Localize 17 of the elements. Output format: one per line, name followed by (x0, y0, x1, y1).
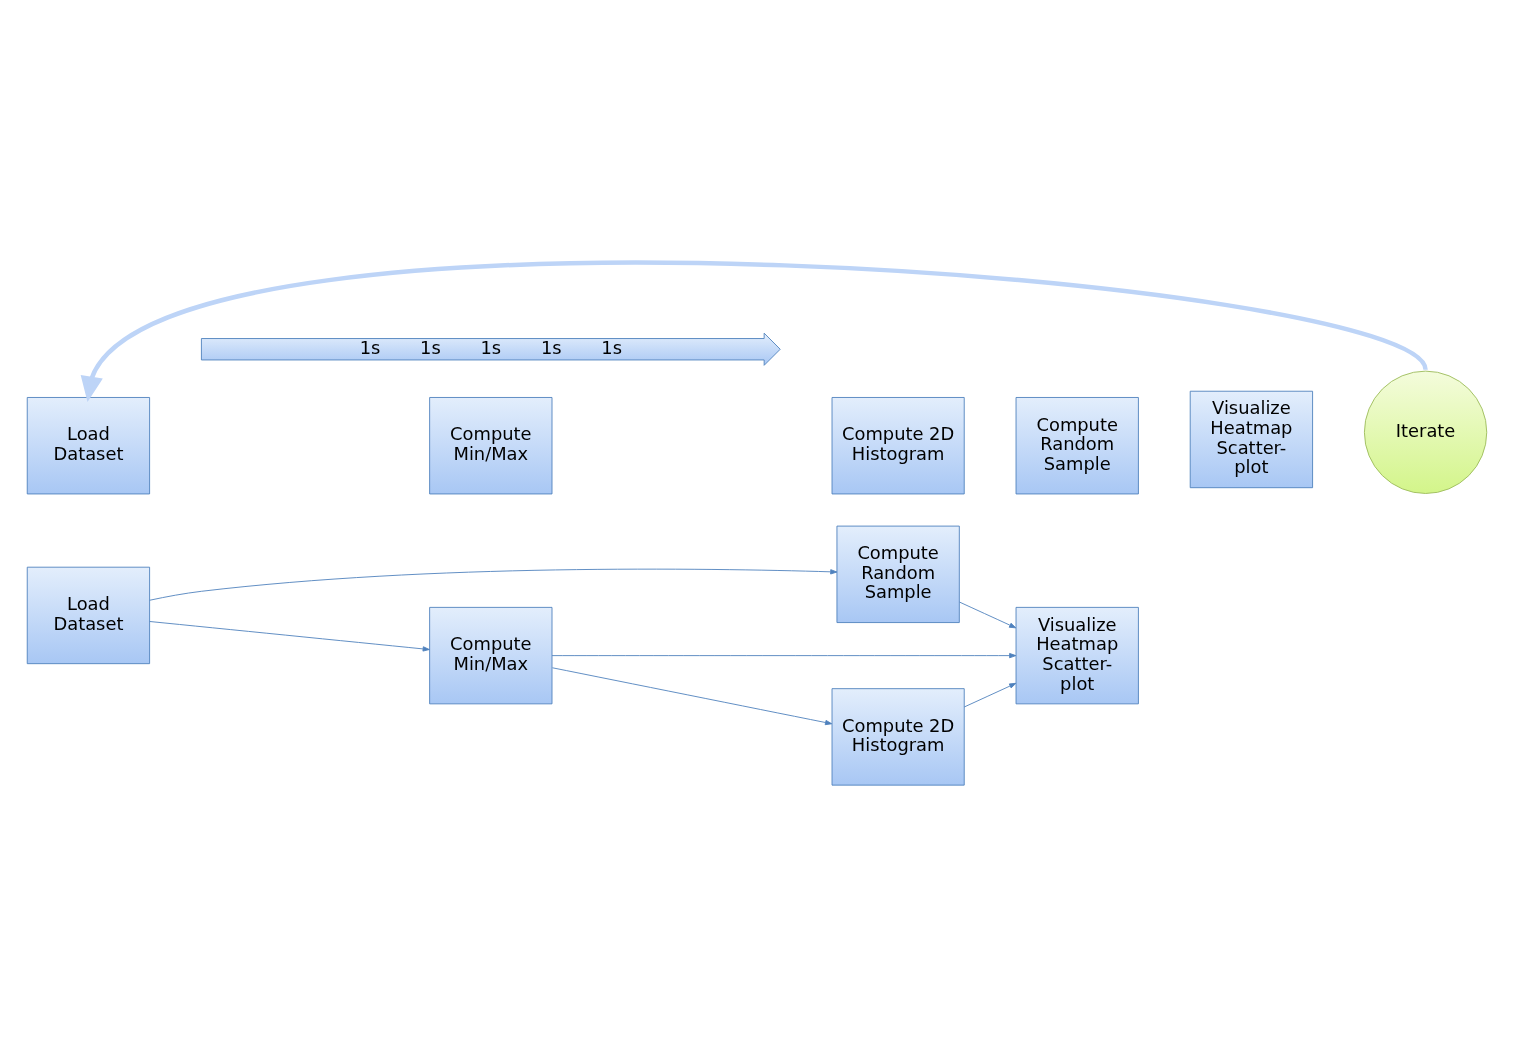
node-box: Visualize Heatmap Scatter-plot (1189, 390, 1314, 488)
arrow (149, 620, 430, 652)
arrow (551, 666, 833, 725)
arrow (963, 682, 1017, 707)
node-box: Compute 2D Histogram (831, 396, 965, 494)
node-box: Compute Min/Max (429, 606, 553, 704)
arrow (959, 601, 1017, 628)
arrow (149, 568, 838, 601)
node-box: Compute Random Sample (836, 525, 960, 623)
node-box: Load Dataset (26, 396, 151, 494)
node-box: Compute Random Sample (1015, 396, 1139, 494)
arrow (551, 652, 1017, 658)
node-box: Compute 2D Histogram (831, 687, 965, 786)
node-circle: Iterate (1363, 370, 1488, 494)
node-box: Load Dataset (26, 566, 151, 664)
node-box: Visualize Heatmap Scatter-plot (1015, 606, 1139, 704)
node-box: Compute Min/Max (429, 396, 553, 494)
